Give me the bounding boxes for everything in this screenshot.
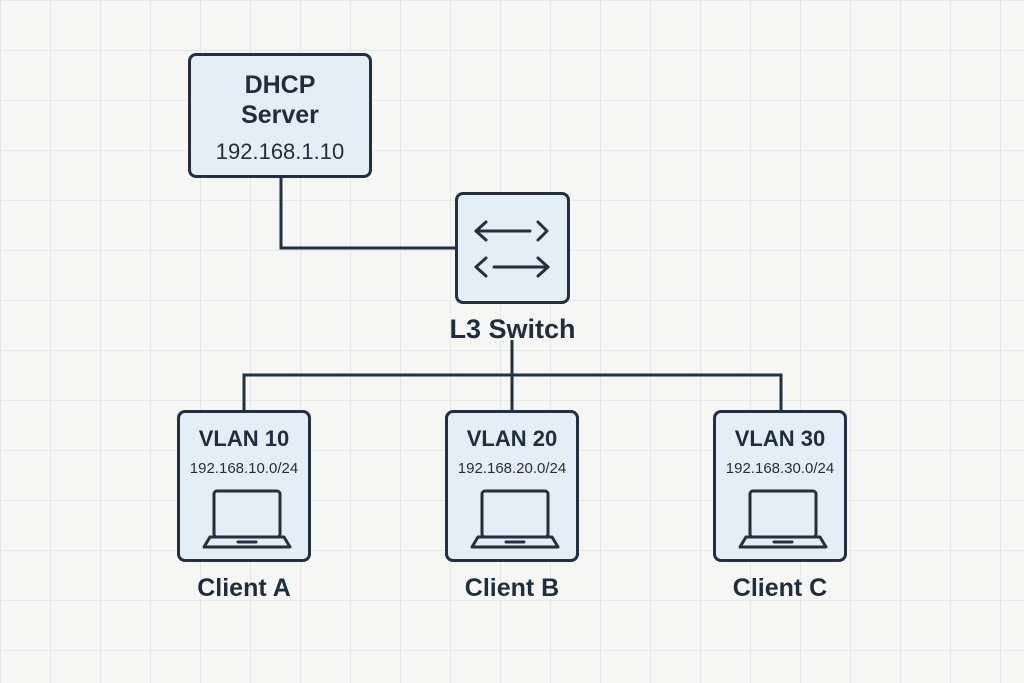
dhcp-title-line1: DHCP xyxy=(244,71,316,99)
dhcp-server-title: DHCP Server xyxy=(191,70,369,130)
vlan-subnet: 192.168.30.0/24 xyxy=(725,460,835,477)
bidirectional-arrows-icon xyxy=(474,220,550,278)
vlan-name: VLAN 20 xyxy=(466,426,558,451)
dhcp-title-line2: Server xyxy=(241,101,319,129)
dhcp-to-switch-link xyxy=(279,178,455,250)
vlan-subnet: 192.168.20.0/24 xyxy=(457,460,567,477)
dhcp-server-ip: 192.168.1.10 xyxy=(215,139,345,164)
vlan-subnet: 192.168.10.0/24 xyxy=(189,460,299,477)
vlan-name: VLAN 10 xyxy=(198,426,290,451)
client-c-label: Client C xyxy=(732,574,828,602)
vlan-30-node: VLAN 30 192.168.30.0/24 xyxy=(713,410,847,562)
laptop-icon xyxy=(470,489,560,549)
client-b-label: Client B xyxy=(464,574,560,602)
l3-switch-label: L3 Switch xyxy=(449,314,576,344)
vlan-bus-link xyxy=(242,373,783,410)
laptop-icon xyxy=(202,489,292,549)
dhcp-server-node: DHCP Server 192.168.1.10 xyxy=(188,53,372,178)
client-a-label: Client A xyxy=(197,574,291,602)
vlan-name: VLAN 30 xyxy=(734,426,826,451)
laptop-icon xyxy=(738,489,828,549)
vlan-10-node: VLAN 10 192.168.10.0/24 xyxy=(177,410,311,562)
vlan-20-node: VLAN 20 192.168.20.0/24 xyxy=(445,410,579,562)
l3-switch-node xyxy=(455,192,570,304)
